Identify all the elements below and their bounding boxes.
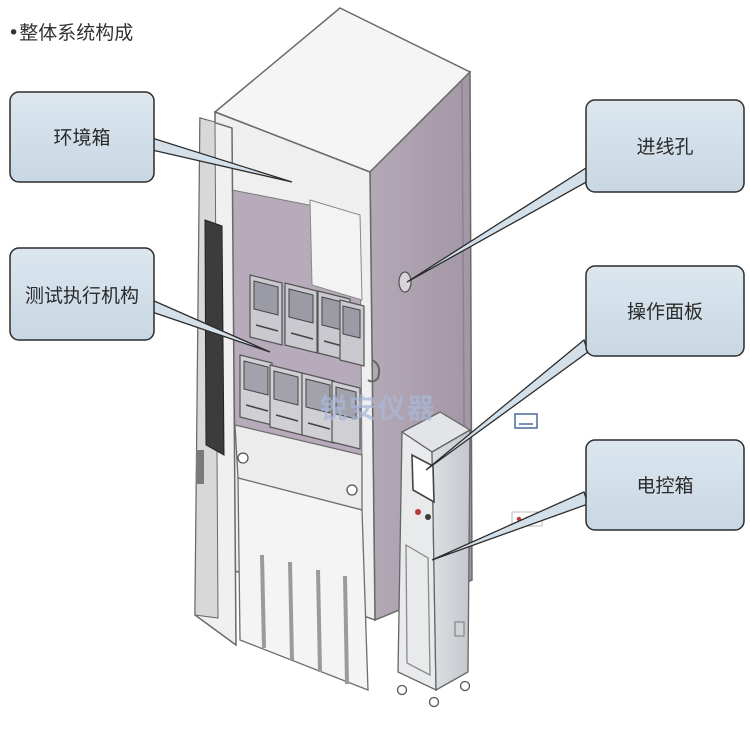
callout-box bbox=[585, 265, 745, 357]
cabinet-wheel bbox=[428, 696, 440, 708]
mechanism-unit bbox=[284, 282, 318, 354]
callout-test-mechanism: 测试执行机构 bbox=[9, 247, 155, 341]
door-window bbox=[204, 219, 225, 456]
control-cabinet bbox=[396, 411, 472, 708]
callout-environment-box: 环境箱 bbox=[9, 91, 155, 183]
door-latch bbox=[367, 359, 381, 383]
page-title: •整体系统构成 bbox=[8, 22, 134, 44]
callout-label: 进线孔 bbox=[636, 136, 693, 158]
callout-box bbox=[585, 99, 745, 193]
mechanism-unit bbox=[249, 274, 283, 346]
callout-box bbox=[585, 439, 745, 531]
mechanism-unit bbox=[269, 364, 303, 436]
chamber-door bbox=[194, 116, 237, 647]
callout-box bbox=[9, 91, 155, 183]
base-leg bbox=[343, 575, 349, 685]
control-cabinet-frame bbox=[405, 543, 431, 677]
callout-control-box: 电控箱 bbox=[585, 439, 745, 531]
callout-label: 操作面板 bbox=[627, 301, 703, 323]
shelf-wheel bbox=[346, 484, 358, 496]
base-leg bbox=[288, 561, 294, 661]
cabinet-wheel bbox=[459, 680, 471, 692]
cable-hole bbox=[398, 271, 412, 293]
leader-lines bbox=[151, 137, 591, 561]
chamber-base bbox=[237, 477, 369, 691]
base-leg bbox=[316, 569, 322, 673]
callout-label: 环境箱 bbox=[53, 127, 110, 149]
control-cabinet-side bbox=[431, 428, 471, 692]
control-cabinet-vent bbox=[454, 621, 465, 637]
control-button bbox=[425, 514, 431, 520]
base-leg bbox=[260, 554, 266, 649]
control-screen bbox=[411, 453, 435, 504]
mechanism-unit bbox=[339, 299, 365, 367]
watermark: 锐安仪器 bbox=[320, 394, 436, 425]
shelf-wheel bbox=[237, 452, 249, 464]
panel-connector-icon bbox=[514, 413, 538, 429]
door-handle bbox=[196, 450, 204, 484]
test-mechanism bbox=[237, 274, 365, 496]
mechanism-unit bbox=[239, 354, 273, 426]
mechanism-unit bbox=[301, 372, 335, 444]
control-button bbox=[415, 509, 421, 515]
mechanism-unit bbox=[331, 380, 361, 450]
callout-label: 测试执行机构 bbox=[25, 285, 139, 307]
callout-label: 电控箱 bbox=[636, 475, 693, 497]
callout-operation-panel: 操作面板 bbox=[585, 265, 745, 357]
chamber-interior-wall bbox=[309, 199, 363, 301]
callout-box bbox=[9, 247, 155, 341]
cabinet-wheel bbox=[396, 684, 408, 696]
callout-cable-hole: 进线孔 bbox=[585, 99, 745, 193]
